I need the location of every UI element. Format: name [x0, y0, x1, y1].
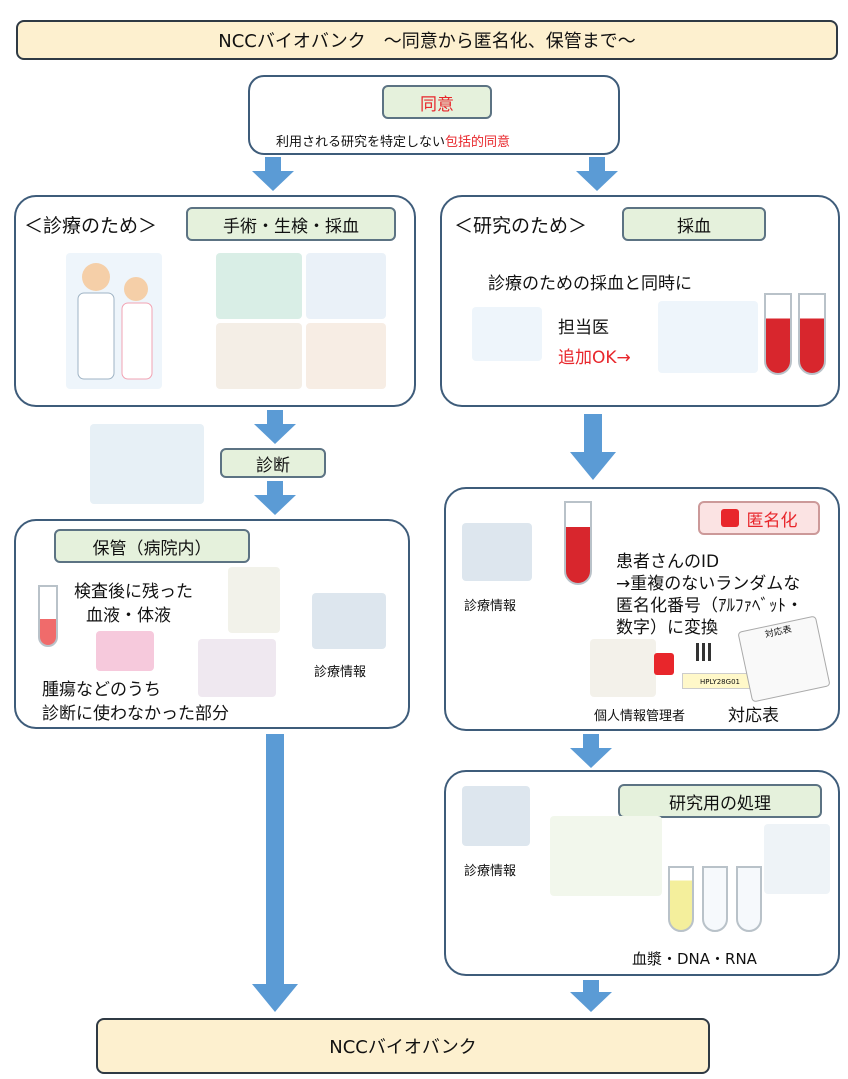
- arrow-anonymize-to-processing: [570, 734, 612, 768]
- clinical-heading: ＜診療のため＞: [24, 215, 158, 237]
- anonymize-line3: 匿名化番号（ｱﾙﾌｧﾍﾞｯﾄ・: [616, 596, 803, 616]
- anonymize-manager-label: 個人情報管理者: [594, 709, 686, 724]
- consent-desc-prefix: 利用される研究を特定しない: [276, 135, 446, 150]
- biobank-footer: NCCバイオバンク: [96, 1018, 710, 1074]
- processing-panel: 診療情報 研究用の処理 血漿・DNA・RNA: [444, 770, 840, 976]
- arrow-research-to-anonymize: [570, 414, 616, 480]
- lab-technician-illustration: [764, 824, 830, 894]
- sample-tube: [38, 585, 58, 647]
- blood-draw-scene-illustration: [658, 301, 758, 373]
- storage-remaining-line1: 検査後に残った: [74, 582, 193, 602]
- tissue-illustration: [96, 631, 154, 671]
- barcode-text: HPLY28G01: [700, 678, 740, 686]
- anonymize-panel: 診療情報 匿名化 患者さんのID →重複のないランダムな 匿名化番号（ｱﾙﾌｧﾍ…: [444, 487, 840, 731]
- table-sheet-title: 対応表: [764, 624, 793, 641]
- rna-tube: [736, 866, 762, 932]
- arrow-diagnosis-to-storage: [254, 481, 296, 515]
- arrow-storage-to-biobank: [252, 734, 298, 1012]
- anonymize-records-label: 診療情報: [464, 599, 517, 614]
- processing-label: 研究用の処理: [618, 784, 822, 818]
- processing-products: 血漿・DNA・RNA: [632, 950, 757, 968]
- consent-box: 同意 利用される研究を特定しない包括的同意: [248, 75, 620, 155]
- storage-label: 保管（病院内）: [54, 529, 250, 563]
- blood-draw-illustration: [306, 323, 386, 389]
- anonymize-label-text: 匿名化: [746, 510, 798, 531]
- surgeons-illustration: [216, 253, 302, 319]
- dna-pipette-illustration: [550, 816, 662, 896]
- diagnosis-label: 診断: [220, 448, 326, 478]
- biopsy-illustration: [216, 323, 302, 389]
- consent-description: 利用される研究を特定しない包括的同意: [276, 131, 510, 150]
- blood-tube-1: [764, 293, 792, 375]
- storage-records-label: 診療情報: [314, 665, 367, 680]
- storage-tumor-line1: 腫瘍などのうち: [42, 680, 161, 700]
- tissue-slides-illustration: [198, 639, 276, 697]
- arrow-clinical-to-diagnosis: [254, 410, 296, 444]
- storage-panel: 保管（病院内） 検査後に残った 血液・体液 診療情報 腫瘍などのうち 診断に使わ…: [14, 519, 410, 729]
- doctor-portrait-illustration: [472, 307, 542, 361]
- monitor-records-illustration: [312, 593, 386, 649]
- data-manager-illustration: [590, 639, 656, 697]
- clinical-procedures-label: 手術・生検・採血: [186, 207, 396, 241]
- correspondence-table-sheet: 対応表: [737, 615, 831, 703]
- endoscopy-illustration: [306, 253, 386, 319]
- dna-tube: [702, 866, 728, 932]
- consent-desc-highlight: 包括的同意: [445, 135, 511, 150]
- page-title: NCCバイオバンク ～同意から匿名化、保管まで～: [16, 20, 838, 60]
- consent-label: 同意: [382, 85, 492, 119]
- research-heading: ＜研究のため＞: [454, 215, 588, 237]
- clinical-panel: ＜診療のため＞ 手術・生検・採血: [14, 195, 416, 407]
- lock-icon: [720, 509, 739, 527]
- arrow-consent-to-research: [576, 157, 618, 191]
- processing-records-label: 診療情報: [464, 864, 517, 879]
- anonymize-line2: →重複のないランダムな: [616, 574, 801, 594]
- barcode-label: HPLY28G01: [682, 673, 758, 689]
- storage-tumor-line2: 診断に使わなかった部分: [42, 704, 229, 724]
- research-note: 診療のための採血と同時に: [488, 274, 692, 294]
- lock-icon: [654, 653, 674, 675]
- plasma-tube: [668, 866, 694, 932]
- arrow-processing-to-biobank: [570, 980, 612, 1012]
- research-procedure-label: 採血: [622, 207, 766, 241]
- anonymize-line4: 数字）に変換: [616, 618, 718, 638]
- anonymize-blood-tube: [564, 501, 592, 585]
- research-panel: ＜研究のため＞ 採血 診療のための採血と同時に 担当医 追加OK→: [440, 195, 840, 407]
- doctor-nurse-illustration: [66, 253, 162, 389]
- blood-tube-2: [798, 293, 826, 375]
- monitor-records-illustration: [462, 523, 532, 581]
- qr-code-icon: [696, 643, 714, 661]
- arrow-consent-to-clinical: [252, 157, 294, 191]
- research-doctor-label: 担当医: [558, 318, 609, 338]
- storage-bag-illustration: [228, 567, 280, 633]
- microscope-illustration: [90, 424, 204, 504]
- anonymize-line1: 患者さんのID: [616, 552, 720, 572]
- anonymize-label: 匿名化: [698, 501, 820, 535]
- storage-remaining-line2: 血液・体液: [86, 606, 171, 626]
- anonymize-table-label: 対応表: [728, 706, 779, 726]
- monitor-records-illustration: [462, 786, 530, 846]
- research-additional-ok: 追加OK→: [558, 348, 631, 368]
